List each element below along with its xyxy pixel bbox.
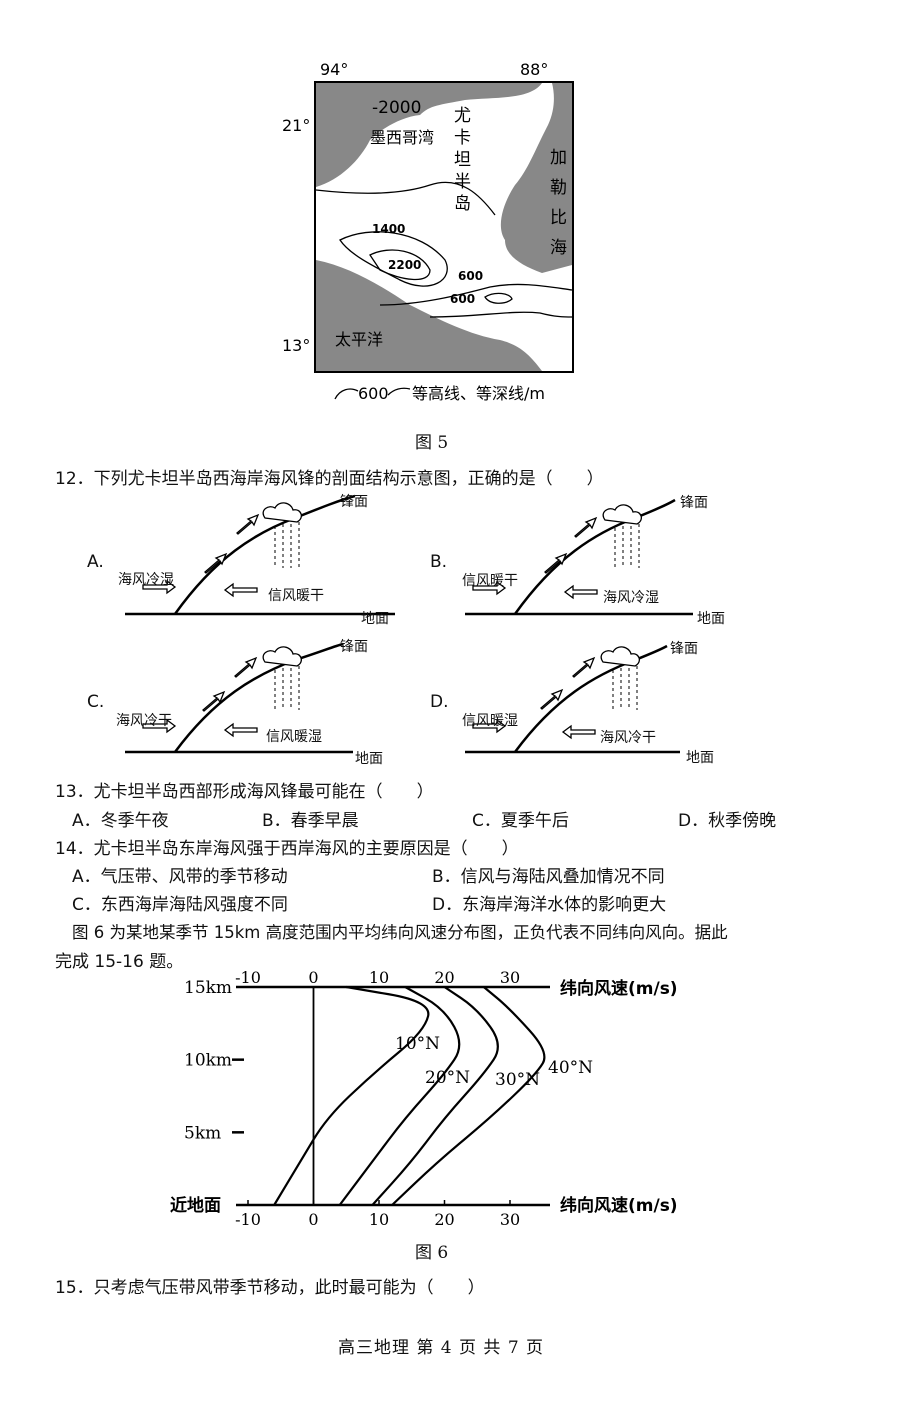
- series-line-3: [391, 986, 546, 1206]
- x-tick-bottom-3: 20: [434, 1210, 454, 1229]
- q12-option-c-letter: C.: [87, 692, 105, 712]
- q12-option-c-ground: 地面: [355, 751, 383, 767]
- map-caribbean-3: 比: [550, 208, 567, 228]
- q12-option-c-diagram: [125, 642, 353, 754]
- y-label-2: 5km: [184, 1123, 221, 1143]
- q12-option-d-front: 锋面: [670, 641, 698, 657]
- x-tick-bottom-1: 0: [308, 1210, 318, 1229]
- q13-option-d: D．秋季傍晚: [678, 811, 777, 831]
- series-label-2: 30°N: [495, 1070, 540, 1090]
- map-legend-text: 等高线、等深线/m: [412, 384, 545, 403]
- q12-diagram-a: [125, 494, 395, 616]
- map-lon-left: 94°: [320, 60, 348, 79]
- x-tick-bottom-0: -10: [235, 1210, 261, 1229]
- question-12: 12．下列尤卡坦半岛西海岸海风锋的剖面结构示意图，正确的是（ ）: [55, 469, 604, 489]
- map-legend-value: 600: [358, 384, 389, 403]
- q12-option-d-letter: D.: [430, 692, 449, 712]
- x-tick-bottom-2: 10: [369, 1210, 389, 1229]
- q12-option-a-diagram: [125, 494, 395, 616]
- q12-option-d-diagram: [465, 644, 680, 754]
- q13-option-b: B．春季早晨: [262, 811, 359, 831]
- y-label-3: 近地面: [170, 1195, 221, 1216]
- q14-option-b: B．信风与海陆风叠加情况不同: [432, 867, 665, 887]
- map-gulf-label: 墨西哥湾: [370, 128, 434, 147]
- series-line-1: [338, 986, 461, 1206]
- map-figure: 94° 88° 21° 13° -2000 墨西哥湾 尤 卡 坦 半 岛 加 勒…: [282, 60, 574, 403]
- map-caribbean-2: 勒: [550, 178, 567, 198]
- q12-option-b-ground: 地面: [697, 611, 725, 627]
- q12-option-b-diagram: [465, 498, 693, 616]
- map-contour-600a: 600: [458, 269, 483, 283]
- question-14: 14．尤卡坦半岛东岸海风强于西岸海风的主要原因是（ ）: [55, 839, 519, 859]
- x-tick-top-3: 20: [434, 968, 454, 987]
- map-pacific-label: 太平洋: [335, 330, 383, 349]
- map-caribbean-1: 加: [550, 148, 567, 168]
- figure6-caption: 图 6: [415, 1243, 449, 1263]
- map-lat-top: 21°: [282, 116, 310, 135]
- series-line-2: [371, 986, 499, 1206]
- series-label-1: 20°N: [425, 1068, 470, 1088]
- x-tick-top-1: 0: [308, 968, 318, 987]
- q12-option-b-left-air: 信风暖干: [462, 573, 518, 589]
- caribbean-water: [500, 83, 572, 273]
- q12-option-c-front: 锋面: [340, 639, 368, 655]
- wind-speed-chart: -10 -10 0 0 10 10 20 20 30 30 纬向风速(m/s) 纬向风速(m/s) 15…: [170, 968, 678, 1229]
- pacific-water: [316, 260, 542, 371]
- x-tick-top-4: 30: [500, 968, 520, 987]
- map-peninsula-4: 半: [454, 172, 471, 192]
- q12-option-a-right-air: 信风暖干: [268, 588, 324, 604]
- x-axis-label-bottom: 纬向风速(m/s): [560, 1195, 678, 1216]
- page-footer: 高三地理 第 4 页 共 7 页: [338, 1338, 545, 1358]
- q12-option-c-left-air: 海风冷干: [116, 713, 172, 729]
- map-depth-label: -2000: [372, 98, 421, 118]
- map-peninsula-5: 岛: [454, 194, 471, 214]
- q12-option-c-right-air: 信风暖湿: [266, 729, 322, 745]
- question-13: 13．尤卡坦半岛西部形成海风锋最可能在（ ）: [55, 782, 434, 802]
- map-lon-right: 88°: [520, 60, 548, 79]
- q12-option-d-ground: 地面: [686, 750, 714, 766]
- x-tick-top-2: 10: [369, 968, 389, 987]
- figure6-intro-line1: 图 6 为某地某季节 15km 高度范围内平均纬向风速分布图，正负代表不同纬向风…: [72, 923, 728, 942]
- map-caribbean-4: 海: [550, 238, 567, 258]
- q14-option-a: A．气压带、风带的季节移动: [72, 867, 288, 887]
- x-tick-bottom-4: 30: [500, 1210, 520, 1229]
- map-peninsula-2: 卡: [454, 128, 471, 148]
- question-15: 15．只考虑气压带风带季节移动，此时最可能为（ ）: [55, 1278, 485, 1298]
- q12-option-a-left-air: 海风冷湿: [118, 572, 174, 588]
- y-label-1: 10km: [184, 1051, 232, 1071]
- x-axis-label-top: 纬向风速(m/s): [560, 978, 678, 999]
- q12-option-d-left-air: 信风暖湿: [462, 713, 518, 729]
- map-peninsula-3: 坦: [454, 150, 471, 170]
- chart-axes: -10 -10 0 0 10 10 20 20 30 30 纬向风速(m/s) 纬向风速(m/s) 15…: [170, 968, 678, 1229]
- q14-option-d: D．东海岸海洋水体的影响更大: [432, 895, 667, 915]
- map-contour-2200: 2200: [388, 258, 421, 272]
- figure5-caption: 图 5: [415, 433, 449, 453]
- q13-option-c: C．夏季午后: [472, 811, 569, 831]
- q12-option-a-ground: 地面: [361, 611, 389, 627]
- q12-option-d-right-air: 海风冷干: [600, 730, 656, 746]
- series-line-0: [273, 985, 430, 1206]
- q12-option-b-front: 锋面: [680, 495, 708, 511]
- map-lat-bottom: 13°: [282, 336, 310, 355]
- x-tick-top-0: -10: [235, 968, 261, 987]
- q13-option-a: A．冬季午夜: [72, 811, 169, 831]
- chart-series-group: 10°N 20°N 30°N 40°N: [273, 985, 593, 1206]
- q12-option-b-right-air: 海风冷湿: [603, 590, 659, 606]
- series-label-3: 40°N: [548, 1058, 593, 1078]
- y-label-0: 15km: [184, 978, 232, 998]
- gulf-water: [316, 83, 542, 187]
- map-contour-1400: 1400: [372, 222, 405, 236]
- map-peninsula-1: 尤: [454, 106, 471, 126]
- map-contour-600b: 600: [450, 292, 475, 306]
- q12-option-a-letter: A.: [87, 552, 104, 572]
- figure6-intro-line2: 完成 15-16 题。: [55, 952, 184, 972]
- series-label-0: 10°N: [395, 1034, 440, 1054]
- q14-option-c: C．东西海岸海陆风强度不同: [72, 895, 288, 915]
- q12-option-a-front: 锋面: [340, 494, 368, 510]
- q12-option-b-letter: B.: [430, 552, 448, 572]
